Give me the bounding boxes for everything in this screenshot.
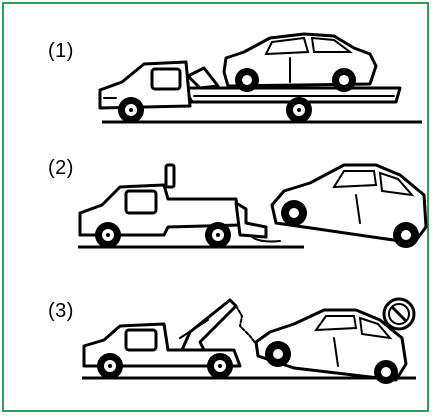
prohibited-icon (384, 299, 414, 329)
flatbed-arm (188, 68, 218, 88)
car-rear-wheel (332, 68, 356, 92)
crane-boom (182, 300, 236, 350)
cab-window (126, 330, 156, 350)
car-front-wheel (235, 68, 259, 92)
cab-window (152, 69, 180, 89)
car-rear-wheel (393, 222, 419, 248)
car-front-wheel (281, 200, 307, 226)
truck-rear-wheel (207, 353, 233, 379)
flatbed-illustration (4, 6, 431, 136)
panel-wheel-lift: (2) (4, 143, 431, 273)
figure-frame: (1) (2, 2, 429, 412)
cab-window (126, 191, 156, 213)
truck-front-wheel (97, 353, 123, 379)
wheel-lift-illustration (4, 143, 431, 273)
beacon-light (166, 165, 174, 187)
car-rear-wheel (374, 360, 398, 384)
tow-chain (236, 306, 256, 344)
truck-rear-wheel (286, 97, 312, 123)
truck-front-wheel (95, 222, 121, 248)
lift-boom (236, 203, 266, 237)
car-front-wheel (265, 341, 291, 367)
panel-flatbed: (1) (4, 6, 431, 136)
sling-illustration (4, 280, 431, 410)
panel-sling: (3) (4, 280, 431, 410)
truck-front-wheel (118, 97, 144, 123)
truck-rear-wheel (205, 222, 231, 248)
